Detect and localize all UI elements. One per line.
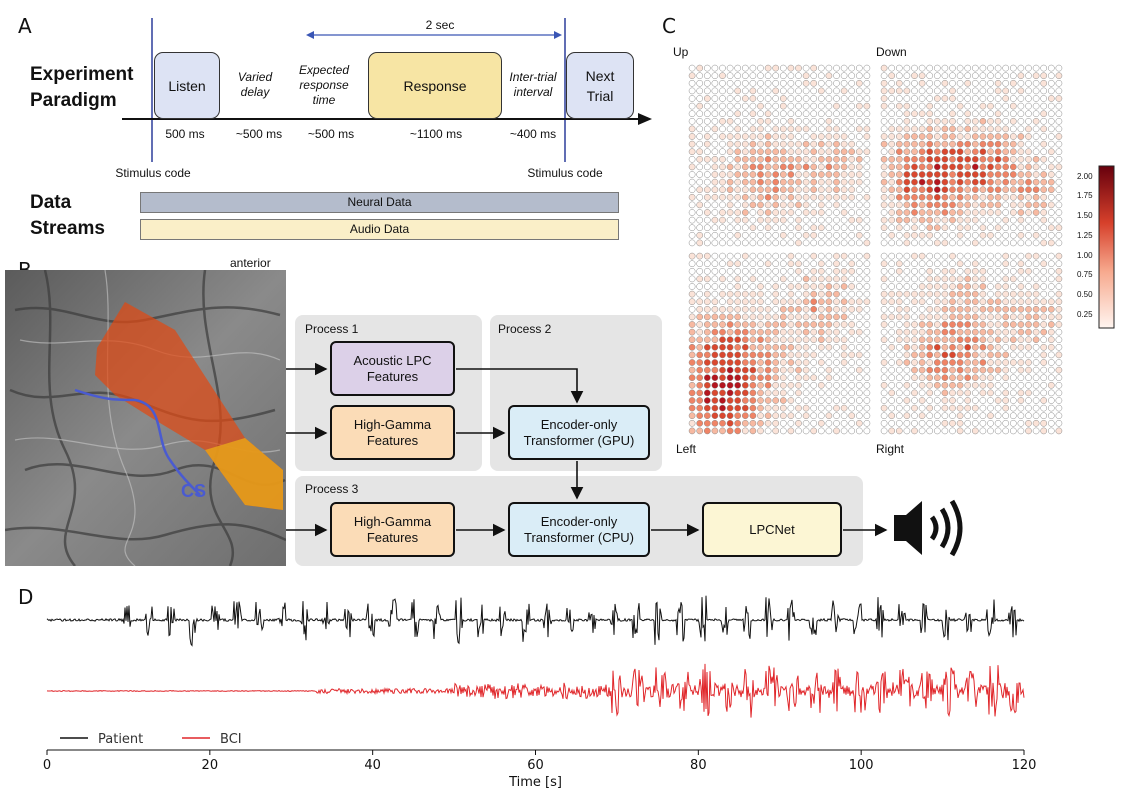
phase-listen: Listen bbox=[154, 52, 220, 119]
duration-listen: 500 ms bbox=[165, 127, 205, 141]
x-tick-label: 100 bbox=[849, 758, 874, 773]
process2-label: Process 2 bbox=[498, 322, 552, 336]
label-varied-delay: Varied delay bbox=[237, 70, 273, 99]
anterior-label: anterior bbox=[230, 256, 271, 270]
x-tick-label: 80 bbox=[690, 758, 707, 773]
series-line-bci bbox=[46, 663, 1025, 718]
duration-expected: ~500 ms bbox=[307, 127, 355, 141]
brain-photo: CS bbox=[5, 270, 286, 566]
x-tick-label: 0 bbox=[43, 758, 51, 773]
heatmap-label-right: Right bbox=[876, 442, 905, 456]
lpcnet-box: LPCNet bbox=[702, 502, 842, 557]
cs-label: CS bbox=[181, 481, 206, 501]
electrode-heatmaps bbox=[688, 64, 1063, 435]
panel-letter-a: A bbox=[18, 14, 32, 38]
stimulus-code-right: Stimulus code bbox=[527, 166, 603, 180]
duration-inter-trial: ~400 ms bbox=[509, 127, 557, 141]
panel-letter-d: D bbox=[18, 585, 34, 609]
x-tick-label: 20 bbox=[202, 758, 219, 773]
x-tick-label: 60 bbox=[527, 758, 544, 773]
label-expected-response: Expected response time bbox=[298, 63, 350, 107]
acoustic-lpc-features: Acoustic LPC Features bbox=[330, 341, 455, 396]
series-line-patient bbox=[46, 595, 1025, 647]
streams-title-line2: Streams bbox=[30, 218, 105, 239]
duration-response: ~1100 ms bbox=[409, 127, 463, 141]
legend: Patient BCI bbox=[60, 732, 242, 747]
encoder-transformer-gpu: Encoder-only Transformer (GPU) bbox=[508, 405, 650, 460]
process3-label: Process 3 bbox=[305, 482, 359, 496]
electrode-grid bbox=[880, 252, 1063, 435]
audio-data-bar: Audio Data bbox=[140, 219, 619, 240]
paradigm-title-line1: Experiment bbox=[30, 64, 134, 85]
phase-response: Response bbox=[368, 52, 502, 119]
high-gamma-features-2: High-Gamma Features bbox=[330, 502, 455, 557]
colorbar-tick: 0.25 bbox=[1077, 310, 1093, 319]
heatmap-colorbar bbox=[1098, 165, 1115, 329]
phase-next-trial: Next Trial bbox=[566, 52, 634, 119]
colorbar-tick: 1.50 bbox=[1077, 211, 1093, 220]
duration-delay: ~500 ms bbox=[235, 127, 283, 141]
process1-label: Process 1 bbox=[305, 322, 359, 336]
legend-label-bci: BCI bbox=[220, 732, 242, 747]
encoder-transformer-cpu: Encoder-only Transformer (CPU) bbox=[508, 502, 650, 557]
panel-letter-c: C bbox=[662, 14, 676, 38]
electrode-grid bbox=[880, 64, 1063, 247]
pipeline-arrows bbox=[286, 362, 888, 537]
paradigm-title-line2: Paradigm bbox=[30, 90, 117, 111]
heatmap-label-down: Down bbox=[876, 45, 907, 59]
x-tick-label: 120 bbox=[1012, 758, 1037, 773]
electrode-grid bbox=[688, 64, 871, 247]
colorbar-tick: 1.75 bbox=[1077, 191, 1093, 200]
streams-title-line1: Data bbox=[30, 192, 72, 213]
colorbar-tick: 2.00 bbox=[1077, 172, 1093, 181]
neural-data-bar: Neural Data bbox=[140, 192, 619, 213]
speaker-icon bbox=[894, 499, 963, 557]
heatmap-label-left: Left bbox=[676, 442, 697, 456]
streams-title: Data Streams bbox=[30, 190, 105, 242]
legend-label-patient: Patient bbox=[98, 732, 143, 747]
electrode-grid bbox=[688, 252, 871, 435]
colorbar-tick: 1.00 bbox=[1077, 251, 1093, 260]
label-inter-trial: Inter-trial interval bbox=[509, 70, 557, 99]
paradigm-timeline bbox=[122, 18, 652, 162]
colorbar-tick: 0.75 bbox=[1077, 270, 1093, 279]
x-tick-label: 40 bbox=[364, 758, 381, 773]
colorbar-tick: 1.25 bbox=[1077, 231, 1093, 240]
heatmap-label-up: Up bbox=[673, 45, 689, 59]
stimulus-code-left: Stimulus code bbox=[115, 166, 191, 180]
high-gamma-features-1: High-Gamma Features bbox=[330, 405, 455, 460]
colorbar-tick: 0.50 bbox=[1077, 290, 1093, 299]
interval-label: 2 sec bbox=[425, 18, 455, 32]
x-axis-label: Time [s] bbox=[508, 775, 562, 790]
paradigm-title: Experiment Paradigm bbox=[30, 62, 133, 114]
